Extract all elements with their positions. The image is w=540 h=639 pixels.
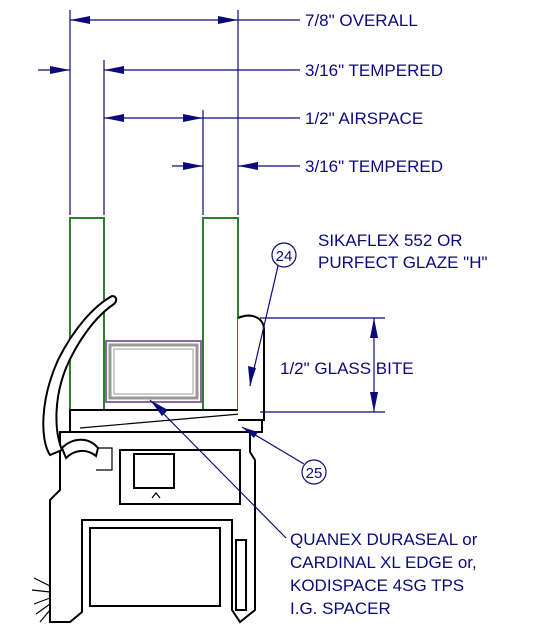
sealant-note-line2: PURFECT GLAZE "H" (318, 253, 488, 272)
callout-24-number: 24 (276, 248, 293, 265)
spacer-note-line2: CARDINAL XL EDGE or, (290, 553, 477, 572)
airspace-label: 1/2" AIRSPACE (305, 109, 423, 128)
dimension-overall: 7/8" OVERALL (70, 11, 418, 30)
inner-glass-lite (202, 217, 239, 411)
spacer-note-line3: KODISPACE 4SG TPS (290, 576, 464, 595)
tempered-outer-label: 3/16" TEMPERED (305, 61, 443, 80)
extension-lines (69, 10, 239, 215)
tempered-inner-label: 3/16" TEMPERED (305, 157, 443, 176)
weatherstrip (31, 577, 51, 623)
frame-profile (49, 314, 265, 624)
dimension-glass-bite: 1/2" GLASS BITE (260, 317, 414, 413)
dimension-airspace: 1/2" AIRSPACE (104, 109, 423, 128)
glazing-bead (42, 294, 118, 460)
dimension-tempered-inner: 3/16" TEMPERED (172, 157, 443, 176)
sealant-note-line1: SIKAFLEX 552 OR (318, 231, 463, 250)
spacer-note-line1: QUANEX DURASEAL or (290, 530, 478, 549)
callout-24: 24 SIKAFLEX 552 OR PURFECT GLAZE "H" (248, 231, 488, 387)
overall-label: 7/8" OVERALL (305, 11, 418, 30)
glass-bite-label: 1/2" GLASS BITE (280, 359, 414, 378)
spacer-note-line4: I.G. SPACER (290, 599, 391, 618)
spacer-callout: QUANEX DURASEAL or CARDINAL XL EDGE or, … (149, 399, 478, 618)
callout-25-number: 25 (306, 465, 323, 482)
dimension-tempered-outer: 3/16" TEMPERED (38, 61, 443, 80)
ig-spacer (105, 340, 202, 403)
callout-25: 25 (241, 426, 327, 485)
